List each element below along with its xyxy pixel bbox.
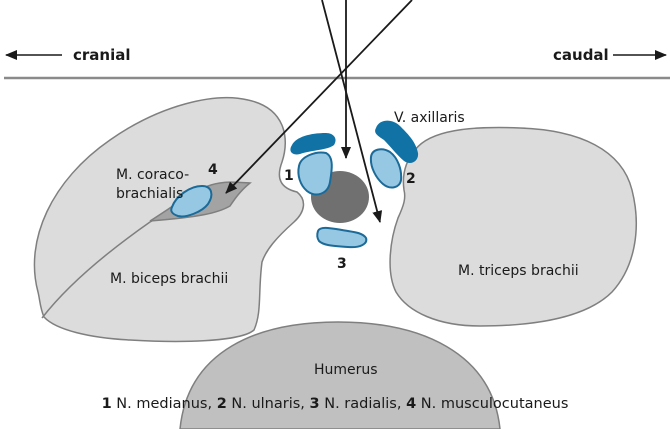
- vein-label: V. axillaris: [394, 110, 465, 126]
- legend-num-2: 2: [217, 396, 227, 412]
- axillary-vein-left: [290, 133, 335, 154]
- caudal-label: caudal: [553, 46, 609, 64]
- legend-text-4: N. musculocutaneus: [416, 396, 568, 412]
- nerve-number-2: 2: [406, 171, 416, 187]
- nerve-number-3: 3: [337, 256, 347, 272]
- nerve-number-1: 1: [284, 168, 294, 184]
- coracobrachialis-label-1: M. coraco-: [116, 167, 189, 183]
- legend-text-2: N. ulnaris,: [227, 396, 305, 412]
- cranial-label: cranial: [73, 46, 131, 64]
- radial-nerve: [317, 228, 366, 247]
- nerve-number-4: 4: [208, 162, 218, 178]
- median-nerve: [298, 153, 331, 195]
- legend-num-4: 4: [406, 396, 416, 412]
- triceps-label: M. triceps brachii: [458, 263, 579, 279]
- legend-caption: 1 N. medianus, 2 N. ulnaris, 3 N. radial…: [0, 396, 670, 412]
- legend-text-1: N. medianus,: [112, 396, 212, 412]
- coracobrachialis-label-2: brachialis: [116, 186, 183, 202]
- legend-num-3: 3: [310, 396, 320, 412]
- legend-text-3: N. radialis,: [320, 396, 402, 412]
- biceps-label: M. biceps brachii: [110, 271, 228, 287]
- triceps-brachii: [390, 128, 636, 326]
- ulnar-nerve: [371, 149, 401, 187]
- humerus-label: Humerus: [314, 362, 378, 378]
- legend-num-1: 1: [102, 396, 112, 412]
